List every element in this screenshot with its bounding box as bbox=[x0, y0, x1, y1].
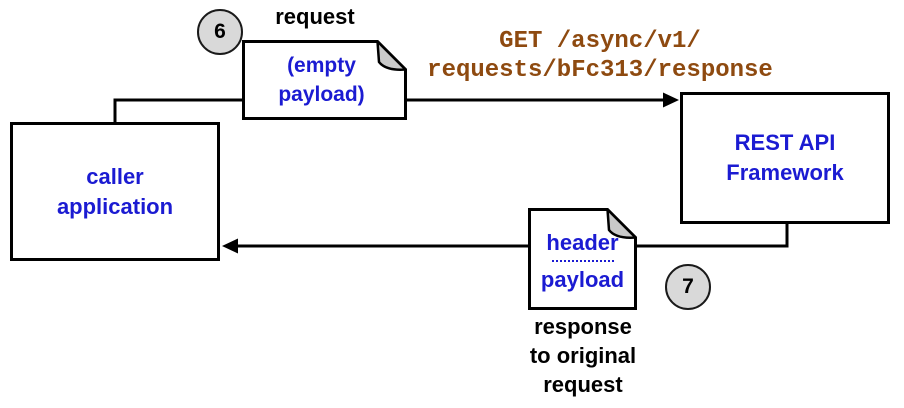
get-url-line1: GET /async/v1/ bbox=[499, 28, 701, 55]
folded-corner-icon bbox=[606, 208, 637, 239]
caller-box-line1: caller bbox=[86, 163, 144, 189]
response-document: header payload bbox=[528, 208, 637, 310]
arrow-rest-to-caller bbox=[222, 224, 789, 254]
empty-payload-line2: payload) bbox=[278, 83, 365, 106]
document-shape-icon bbox=[528, 208, 637, 310]
step-7-number: 7 bbox=[682, 275, 694, 298]
response-to-original-request-label: response to original request bbox=[497, 312, 669, 399]
request-document: (empty payload) bbox=[242, 40, 407, 120]
header-text: header bbox=[546, 229, 619, 255]
step-6-number: 6 bbox=[214, 20, 226, 43]
header-payload-text: header payload bbox=[528, 208, 637, 310]
arrow-caller-to-rest bbox=[113, 92, 679, 122]
arrowhead-right-icon bbox=[663, 92, 679, 108]
rest-box-line2: Framework bbox=[726, 160, 844, 185]
document-shape-icon bbox=[242, 40, 407, 120]
folded-corner-icon bbox=[376, 40, 407, 71]
empty-payload-line1: (empty bbox=[287, 54, 356, 77]
step-7-badge: 7 bbox=[665, 264, 711, 310]
payload-text: payload bbox=[540, 266, 625, 292]
empty-payload-text: (empty payload) bbox=[242, 40, 407, 120]
caller-application-box: caller application bbox=[10, 122, 220, 261]
rest-api-framework-box: REST API Framework bbox=[680, 92, 890, 224]
caller-box-line2: application bbox=[56, 193, 174, 219]
response-label-line3: request bbox=[543, 372, 623, 397]
response-label-line1: response bbox=[534, 314, 632, 339]
step-6-badge: 6 bbox=[197, 9, 243, 55]
get-url-label: GET /async/v1/ requests/bFc313/response bbox=[398, 27, 802, 85]
response-label-line2: to original bbox=[529, 343, 637, 368]
get-url-line2: requests/bFc313/response bbox=[427, 57, 773, 84]
rest-box-line1: REST API bbox=[734, 130, 836, 155]
header-payload-divider bbox=[551, 259, 614, 262]
arrowhead-left-icon bbox=[222, 238, 238, 254]
request-label: request bbox=[275, 4, 355, 29]
